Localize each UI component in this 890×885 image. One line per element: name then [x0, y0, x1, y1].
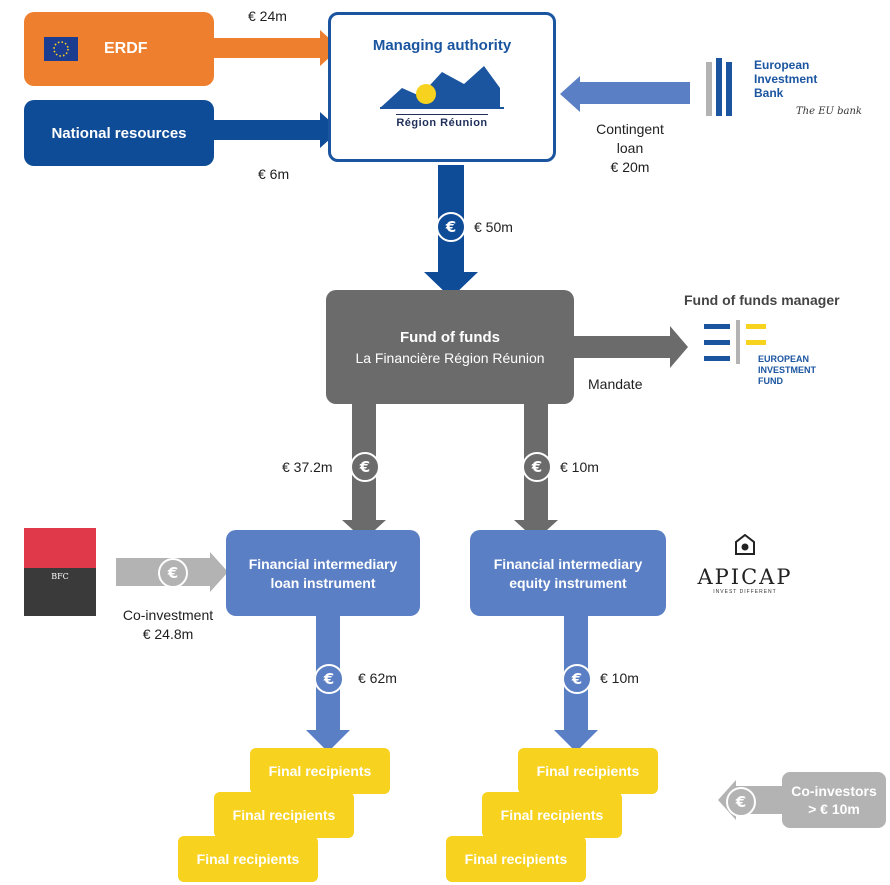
fund-inflow-amount: € 50m: [474, 219, 513, 235]
eif-mark-icon: [704, 320, 766, 364]
equity-instrument-box: Financial intermediary equity instrument: [470, 530, 666, 616]
apicap-tagline: INVEST DIFFERENT: [713, 589, 777, 595]
fund-of-funds-title: Fund of funds: [400, 328, 500, 346]
eu-flag-icon: [44, 37, 78, 61]
eib-line-3: Bank: [754, 86, 784, 100]
final-recipients-box: Final recipients: [178, 836, 318, 882]
final-recipients-box: Final recipients: [482, 792, 622, 838]
eib-logo: European Investment Bank The EU bank: [702, 58, 882, 128]
euro-coin-icon: €: [436, 212, 466, 242]
contingent-line-1: Contingent: [596, 121, 664, 137]
contingent-line-3: € 20m: [610, 159, 650, 175]
final-recipients-box: Final recipients: [446, 836, 586, 882]
euro-coin-icon: €: [314, 664, 344, 694]
loan-to-recipients-amount: € 62m: [358, 670, 397, 686]
final-recipients-box: Final recipients: [518, 748, 658, 794]
coinvestment-text: Co-investment: [122, 607, 214, 623]
erdf-label: ERDF: [104, 40, 148, 57]
fund-of-funds-box: Fund of funds La Financière Région Réuni…: [326, 290, 574, 404]
equity-branch-amount: € 10m: [560, 459, 599, 475]
apicap-mark-icon: [735, 533, 755, 555]
national-amount: € 6m: [258, 166, 290, 182]
erdf-box: ERDF: [24, 12, 214, 86]
fund-manager-label: Fund of funds manager: [684, 292, 840, 308]
managing-authority-box: Managing authority Région Réunion: [328, 12, 556, 162]
euro-coin-icon: €: [350, 452, 380, 482]
mandate-arrow: [574, 326, 688, 368]
coinvestors-line-2: > € 10m: [808, 801, 860, 817]
euro-coin-icon: €: [562, 664, 592, 694]
coinvestment-label: Co-investment € 24.8m: [108, 606, 228, 644]
loan-instrument-box: Financial intermediary loan instrument: [226, 530, 420, 616]
eif-logo: EUROPEAN INVESTMENT FUND: [704, 320, 834, 400]
coinvestors-box: Co-investors > € 10m: [782, 772, 886, 828]
eib-loan-arrow: [560, 76, 690, 112]
mandate-label: Mandate: [588, 376, 643, 392]
bfc-logo-text: BFC: [51, 572, 69, 581]
contingent-loan-label: Contingent loan € 20m: [580, 120, 680, 177]
erdf-arrow: [210, 30, 340, 66]
loan-instrument-line-2: loan instrument: [270, 574, 376, 591]
eif-line-2: INVESTMENT: [758, 365, 817, 375]
bfc-logo: BFC: [24, 528, 96, 616]
final-recipients-box: Final recipients: [250, 748, 390, 794]
eib-line-2: Investment: [754, 72, 818, 86]
euro-coin-icon: €: [522, 452, 552, 482]
region-reunion-text: Région Réunion: [396, 114, 488, 129]
fund-of-funds-subtitle: La Financière Région Réunion: [355, 349, 545, 366]
eib-tagline: The EU bank: [796, 106, 862, 117]
coinvestment-amount: € 24.8m: [142, 626, 194, 642]
apicap-text: APICAP: [697, 565, 793, 589]
national-resources-label: National resources: [51, 124, 187, 142]
national-arrow: [210, 112, 340, 148]
loan-instrument-line-1: Financial intermediary: [248, 555, 398, 572]
apicap-logo: APICAP INVEST DIFFERENT: [690, 533, 800, 614]
equity-instrument-line-2: equity instrument: [509, 574, 627, 591]
managing-authority-title: Managing authority: [372, 37, 512, 54]
euro-coin-icon: €: [158, 558, 188, 588]
loan-branch-amount: € 37.2m: [282, 459, 333, 475]
coinvestors-line-1: Co-investors: [791, 783, 877, 799]
euro-coin-icon: €: [726, 787, 756, 817]
eib-bars-icon: [706, 58, 732, 116]
region-reunion-logo-icon: [380, 66, 504, 109]
equity-to-recipients-amount: € 10m: [600, 670, 639, 686]
eif-line-3: FUND: [758, 376, 783, 386]
final-recipients-box: Final recipients: [214, 792, 354, 838]
national-resources-box: National resources: [24, 100, 214, 166]
eif-line-1: EUROPEAN: [758, 354, 810, 364]
equity-instrument-line-1: Financial intermediary: [493, 555, 643, 572]
erdf-amount: € 24m: [248, 8, 287, 24]
eib-line-1: European: [754, 58, 810, 72]
contingent-line-2: loan: [616, 140, 644, 156]
